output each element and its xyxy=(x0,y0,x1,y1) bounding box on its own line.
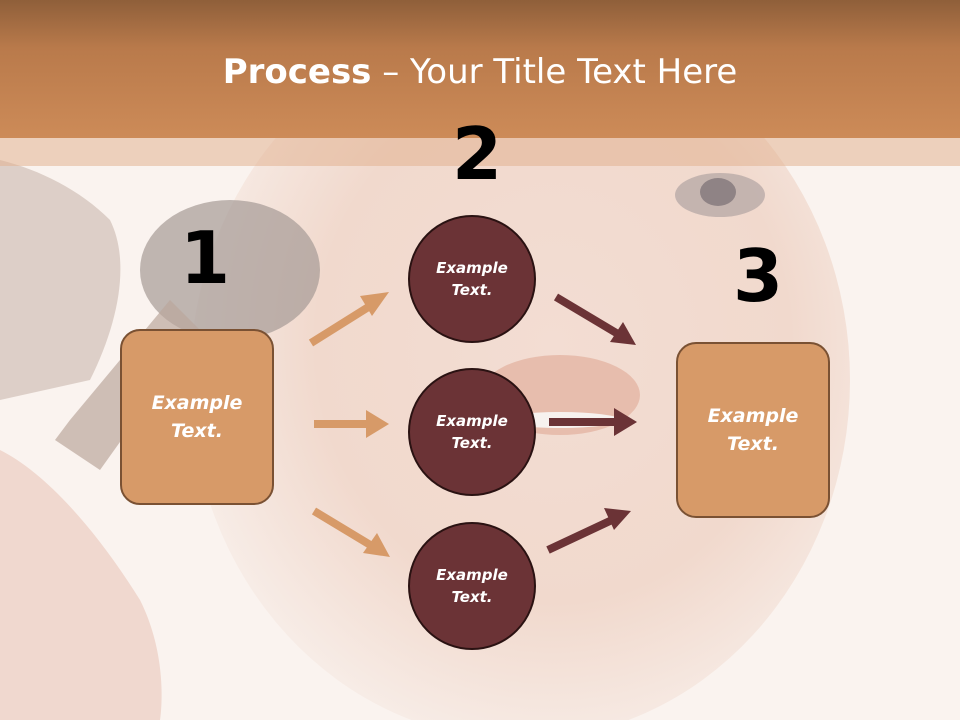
step-number-1: 1 xyxy=(180,216,231,300)
header-band xyxy=(0,138,960,166)
circle-top-text: Example Text. xyxy=(436,258,508,300)
left-box: Example Text. xyxy=(120,329,274,505)
right-box-text: Example Text. xyxy=(707,404,799,456)
right-box: Example Text. xyxy=(676,342,830,518)
step-number-3: 3 xyxy=(733,234,784,318)
circle-middle-text: Example Text. xyxy=(436,411,508,453)
left-box-text: Example Text. xyxy=(151,391,243,443)
circle-bottom-text: Example Text. xyxy=(436,565,508,607)
step-number-2: 2 xyxy=(452,112,503,196)
circle-middle: Example Text. xyxy=(408,368,536,496)
slide-title: Process – Your Title Text Here xyxy=(0,52,960,92)
header-bar xyxy=(0,0,960,138)
title-rest: – Your Title Text Here xyxy=(371,52,738,92)
circle-top: Example Text. xyxy=(408,215,536,343)
title-bold: Process xyxy=(222,52,372,92)
circle-bottom: Example Text. xyxy=(408,522,536,650)
